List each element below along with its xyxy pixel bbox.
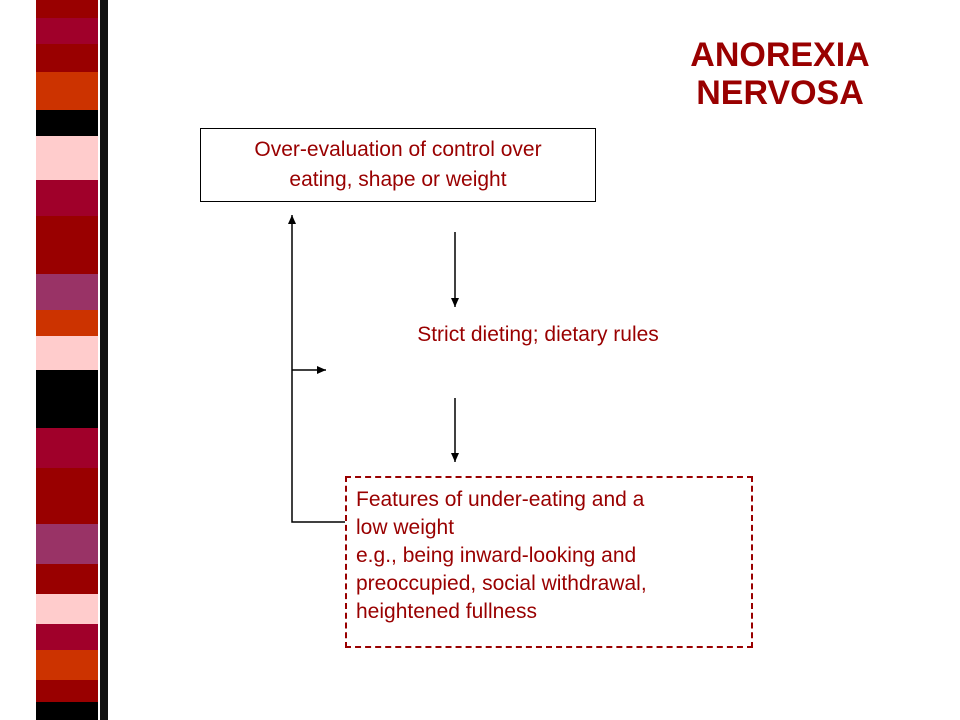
stripe-segment (36, 594, 98, 624)
title-line-2: NERVOSA (696, 74, 864, 112)
stripe-segment (36, 680, 98, 702)
stripe-segment (36, 564, 98, 594)
feedback-loop-line (288, 215, 345, 523)
strict-dieting-label: Strict dieting; dietary rules (417, 323, 659, 346)
box-bottom-line-1: Features of under-eating and a (356, 488, 645, 511)
box-bottom-line-5: heightened fullness (356, 600, 537, 623)
title-line-1: ANOREXIA (690, 36, 870, 74)
stripe-segment (36, 624, 98, 650)
stripe-segment (36, 336, 98, 370)
stripe-segment (36, 0, 98, 18)
stripe-segment (36, 406, 98, 428)
box-bottom-line-4: preoccupied, social withdrawal, (356, 572, 647, 595)
stripe-segment (36, 44, 98, 72)
stripe-segment (36, 310, 98, 336)
stripe-segment (36, 650, 98, 680)
stripe-segment (36, 180, 98, 216)
stripe-band (36, 0, 98, 720)
stripe-segment (36, 18, 98, 44)
box-top-line-1: Over-evaluation of control over (254, 138, 542, 161)
stripe-segment (36, 702, 98, 720)
stripe-segment (36, 524, 98, 564)
box-top-line-2: eating, shape or weight (289, 168, 507, 191)
stripe-segment (36, 486, 98, 524)
stripe-segment (36, 216, 98, 244)
control-overevaluation-box: Over-evaluation of control over eating, … (200, 128, 596, 202)
stripe-segment (36, 110, 98, 136)
stripe-segment (36, 72, 98, 110)
stripe-right-border (100, 0, 108, 720)
stripe-segment (36, 468, 98, 486)
under-eating-features-box: Features of under-eating and a low weigh… (345, 476, 753, 648)
decorative-stripe (0, 0, 110, 720)
stripe-segment (36, 274, 98, 310)
box-bottom-line-3: e.g., being inward-looking and (356, 544, 637, 567)
stripe-segment (36, 428, 98, 468)
stripe-segment (36, 244, 98, 274)
slide-title: ANOREXIA NERVOSA (640, 36, 920, 112)
stripe-segment (36, 370, 98, 406)
box-bottom-line-2: low weight (356, 516, 455, 539)
stripe-segment (36, 136, 98, 180)
